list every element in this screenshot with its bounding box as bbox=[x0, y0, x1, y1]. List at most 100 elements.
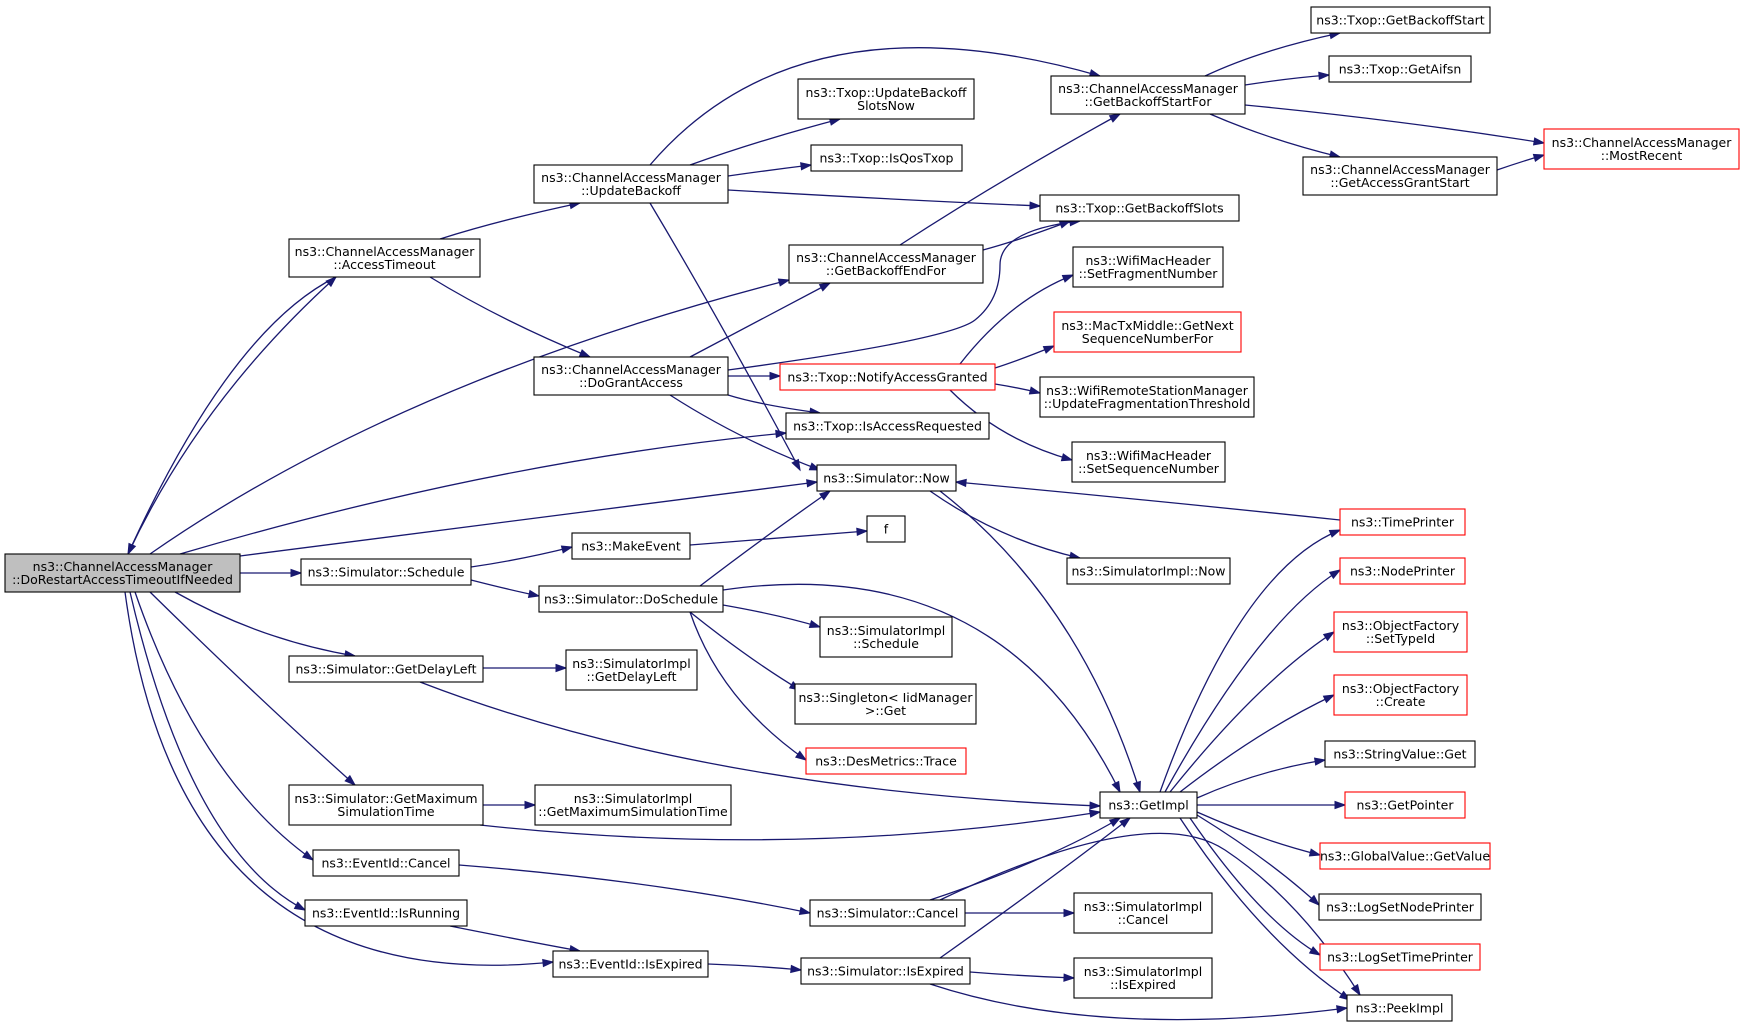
node-makeEvent[interactable]: ns3::MakeEvent bbox=[571, 532, 691, 560]
node-label: ns3::Simulator::GetMaximum bbox=[294, 791, 477, 806]
node-getNextSequenceNumberFor[interactable]: ns3::MacTxMiddle::GetNextSequenceNumberF… bbox=[1053, 311, 1242, 353]
node-simIsExpired[interactable]: ns3::Simulator::IsExpired bbox=[800, 957, 971, 985]
node-eventIdIsExpired[interactable]: ns3::EventId::IsExpired bbox=[552, 950, 709, 978]
node-setFragmentNumber[interactable]: ns3::WifiMacHeader::SetFragmentNumber bbox=[1072, 246, 1224, 288]
arrowhead-icon bbox=[1322, 631, 1336, 642]
node-root[interactable]: ns3::ChannelAccessManager::DoRestartAcce… bbox=[4, 553, 241, 593]
node-objFactoryCreate[interactable]: ns3::ObjectFactory::Create bbox=[1333, 674, 1468, 716]
node-mostRecent[interactable]: ns3::ChannelAccessManager::MostRecent bbox=[1543, 128, 1740, 170]
node-label: ns3::MakeEvent bbox=[581, 539, 681, 554]
call-edge bbox=[129, 591, 307, 911]
node-accessTimeout[interactable]: ns3::ChannelAccessManager::AccessTimeout bbox=[288, 238, 481, 278]
node-box bbox=[1319, 842, 1491, 870]
node-box bbox=[1050, 75, 1246, 115]
node-simGetMaxSimTime[interactable]: ns3::Simulator::GetMaximumSimulationTime bbox=[288, 784, 484, 826]
node-label: ::GetAccessGrantStart bbox=[1330, 175, 1469, 190]
call-edge bbox=[939, 817, 1132, 959]
node-getBackoffStartFor[interactable]: ns3::ChannelAccessManager::GetBackoffSta… bbox=[1050, 75, 1246, 115]
edge-line bbox=[722, 604, 821, 628]
call-edge bbox=[179, 429, 788, 555]
edge-line bbox=[929, 490, 1081, 559]
node-logSetNodePrinter[interactable]: ns3::LogSetNodePrinter bbox=[1318, 893, 1482, 921]
node-label: ns3::MacTxMiddle::GetNext bbox=[1061, 318, 1233, 333]
call-edge bbox=[134, 591, 315, 861]
node-timePrinter[interactable]: ns3::TimePrinter bbox=[1339, 508, 1466, 536]
node-simNow[interactable]: ns3::Simulator::Now bbox=[816, 464, 957, 492]
node-simDoSchedule[interactable]: ns3::Simulator::DoSchedule bbox=[538, 585, 724, 613]
call-edge bbox=[899, 113, 1122, 246]
node-getAccessGrantStart[interactable]: ns3::ChannelAccessManager::GetAccessGran… bbox=[1302, 156, 1498, 196]
node-f[interactable]: f bbox=[866, 515, 906, 543]
node-simSchedule[interactable]: ns3::Simulator::Schedule bbox=[300, 558, 472, 586]
arrowhead-icon bbox=[1532, 137, 1546, 146]
node-logSetTimePrinter[interactable]: ns3::LogSetTimePrinter bbox=[1319, 943, 1481, 971]
node-setSequenceNumber[interactable]: ns3::WifiMacHeader::SetSequenceNumber bbox=[1071, 441, 1226, 483]
node-label: ::SetSequenceNumber bbox=[1078, 461, 1220, 476]
edge-line bbox=[1169, 631, 1335, 793]
node-box bbox=[1543, 128, 1740, 170]
node-simImplCancel[interactable]: ns3::SimulatorImpl::Cancel bbox=[1073, 892, 1213, 934]
node-label: SlotsNow bbox=[857, 98, 915, 113]
arrowhead-icon bbox=[302, 850, 315, 861]
call-edge bbox=[1244, 71, 1331, 86]
arrowhead-icon bbox=[1308, 894, 1321, 907]
arrowhead-icon bbox=[790, 964, 803, 974]
node-notifyAccessGranted[interactable]: ns3::Txop::NotifyAccessGranted bbox=[779, 363, 996, 391]
node-simGetDelayLeft[interactable]: ns3::Simulator::GetDelayLeft bbox=[288, 655, 484, 683]
node-label: ns3::Txop::NotifyAccessGranted bbox=[787, 370, 987, 385]
node-txopGetBackoffSlots[interactable]: ns3::Txop::GetBackoffSlots bbox=[1039, 194, 1240, 222]
node-label: ns3::WifiMacHeader bbox=[1086, 448, 1212, 463]
edge-line bbox=[149, 279, 790, 555]
node-simCancel[interactable]: ns3::Simulator::Cancel bbox=[809, 899, 966, 927]
edge-line bbox=[239, 481, 818, 557]
node-globalValueGetValue[interactable]: ns3::GlobalValue::GetValue bbox=[1319, 842, 1491, 870]
arrowhead-icon bbox=[1111, 780, 1121, 794]
node-label: ::IsExpired bbox=[1110, 977, 1176, 992]
arrowhead-icon bbox=[794, 750, 808, 761]
node-simImplGetDelayLeft[interactable]: ns3::SimulatorImpl::GetDelayLeft bbox=[565, 649, 698, 691]
node-simImplSchedule[interactable]: ns3::SimulatorImpl::Schedule bbox=[819, 616, 953, 658]
call-edge bbox=[689, 611, 808, 761]
node-eventIdIsRunning[interactable]: ns3::EventId::IsRunning bbox=[304, 899, 468, 927]
node-nodePrinter[interactable]: ns3::NodePrinter bbox=[1339, 557, 1466, 585]
arrowhead-icon bbox=[524, 800, 537, 810]
node-eventIdCancel[interactable]: ns3::EventId::Cancel bbox=[312, 849, 460, 877]
node-updateFragmentationThreshold[interactable]: ns3::WifiRemoteStationManager::UpdateFra… bbox=[1039, 376, 1255, 418]
call-edge bbox=[124, 591, 555, 968]
call-edge bbox=[239, 479, 819, 557]
call-edge bbox=[174, 591, 357, 659]
node-txopGetAifsn[interactable]: ns3::Txop::GetAifsn bbox=[1328, 55, 1472, 83]
call-edge bbox=[982, 220, 1072, 251]
node-simImplNow[interactable]: ns3::SimulatorImpl::Now bbox=[1066, 557, 1231, 585]
node-txopGetBackoffStart[interactable]: ns3::Txop::GetBackoffStart bbox=[1310, 6, 1491, 34]
edge-line bbox=[727, 189, 1041, 207]
node-peekImpl[interactable]: ns3::PeekImpl bbox=[1346, 994, 1453, 1022]
node-label: >::Get bbox=[865, 703, 906, 718]
node-label: ::MostRecent bbox=[1601, 148, 1683, 163]
call-edge bbox=[707, 963, 803, 974]
node-simImplGetMaxSimTime[interactable]: ns3::SimulatorImpl::GetMaximumSimulation… bbox=[534, 784, 732, 826]
node-singletonGet[interactable]: ns3::Singleton< IidManager>::Get bbox=[794, 683, 977, 725]
arrowhead-icon bbox=[800, 162, 813, 171]
node-simImplIsExpired[interactable]: ns3::SimulatorImpl::IsExpired bbox=[1073, 957, 1213, 999]
node-label: f bbox=[884, 522, 889, 537]
node-updateBackoff[interactable]: ns3::ChannelAccessManager::UpdateBackoff bbox=[533, 164, 729, 204]
node-doGrantAccess[interactable]: ns3::ChannelAccessManager::DoGrantAccess bbox=[533, 356, 729, 396]
node-objFactorySetTypeId[interactable]: ns3::ObjectFactory::SetTypeId bbox=[1333, 611, 1468, 653]
node-label: ::GetMaximumSimulationTime bbox=[538, 804, 728, 819]
node-label: ns3::DesMetrics::Trace bbox=[815, 754, 957, 769]
node-box bbox=[779, 363, 996, 391]
node-getPointer[interactable]: ns3::GetPointer bbox=[1344, 791, 1466, 819]
node-getImpl[interactable]: ns3::GetImpl bbox=[1099, 791, 1198, 819]
node-isAccessRequested[interactable]: ns3::Txop::IsAccessRequested bbox=[785, 412, 990, 440]
node-txopIsQosTxop[interactable]: ns3::Txop::IsQosTxop bbox=[810, 144, 963, 172]
node-desMetricsTrace[interactable]: ns3::DesMetrics::Trace bbox=[805, 747, 967, 775]
node-label: ns3::GetImpl bbox=[1108, 798, 1188, 813]
node-label: ns3::Txop::GetBackoffStart bbox=[1316, 13, 1485, 28]
node-getBackoffEndFor[interactable]: ns3::ChannelAccessManager::GetBackoffEnd… bbox=[788, 244, 984, 284]
arrowhead-icon bbox=[769, 371, 782, 381]
arrowhead-icon bbox=[1060, 453, 1074, 462]
edge-line bbox=[174, 591, 356, 657]
node-stringValueGet[interactable]: ns3::StringValue::Get bbox=[1324, 740, 1476, 768]
